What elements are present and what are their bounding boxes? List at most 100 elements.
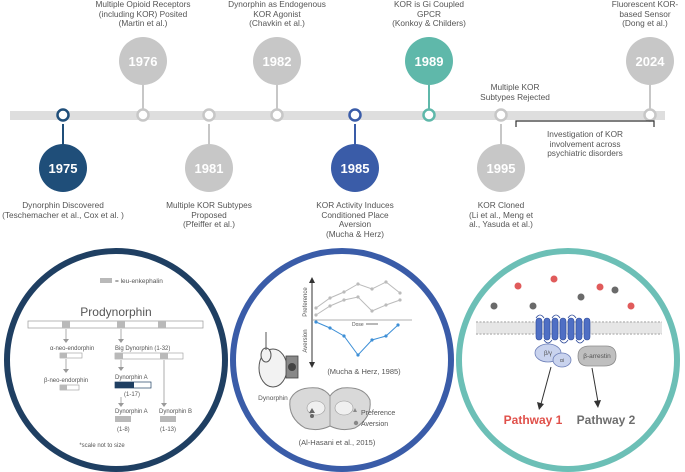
dynA-range: (1-17)	[124, 392, 140, 398]
preference-line-1-point	[398, 291, 402, 295]
ligand-dot	[577, 293, 585, 301]
big-dyn-bar	[114, 352, 184, 360]
ligand-dot	[627, 302, 635, 310]
preference-line-1-point	[342, 290, 346, 294]
event-label-1975: Dynorphin Discovered (Teschemacher et al…	[2, 200, 124, 220]
preference-axis-label: Preference	[303, 287, 309, 317]
preference-line-2-point	[384, 303, 388, 307]
arrowhead-alpha	[63, 339, 69, 343]
aversion-line-point	[384, 334, 388, 338]
preference-line-1-point	[370, 287, 374, 291]
bracket	[515, 120, 655, 127]
arrestin-shape	[577, 345, 617, 367]
aversion-line-point	[342, 334, 346, 338]
pathway2-arrow	[591, 367, 599, 403]
dose-label: Dose	[352, 322, 364, 328]
beta-enk	[60, 385, 67, 390]
year-circle-1975	[39, 144, 87, 192]
y-axis-arrow-down	[309, 362, 315, 368]
panel-signaling: β/γ αi β-arrestin Pathway 1 Pathway 2	[456, 248, 680, 472]
year-circle-2024	[626, 37, 674, 85]
dynA2-label: Dynorphin A	[115, 409, 148, 415]
mouse-icon	[258, 332, 299, 388]
aversion-axis-label: Aversion	[303, 329, 309, 352]
big-dyn-label: Big Dynorphin (1-32)	[115, 346, 170, 352]
pathway1-arrowhead	[537, 402, 544, 410]
year-circle-1989	[405, 37, 453, 85]
year-2024: 2024	[636, 54, 666, 69]
preference-line-2-point	[342, 298, 346, 302]
dynorphin-figure-label: Dynorphin	[258, 395, 288, 402]
event-label-1989: KOR is Gi Coupled GPCR (Konkoy & Childer…	[392, 0, 466, 29]
marker-1975	[56, 108, 70, 122]
year-1981: 1981	[195, 161, 224, 176]
enk-1	[62, 321, 70, 328]
pathway1-arrow	[540, 366, 552, 405]
year-circle-1985	[331, 144, 379, 192]
aversion-line-point	[396, 323, 400, 327]
dynB-range: (1-13)	[160, 427, 176, 433]
year-1975: 1975	[49, 161, 78, 176]
prodynorphin-bar	[27, 320, 204, 329]
ligand-dot	[611, 286, 619, 294]
marker-1976	[136, 108, 150, 122]
ligand-dot	[596, 283, 604, 291]
bracket-label: Investigation of KOR involvement across …	[546, 129, 624, 159]
kor-receptor-icon	[535, 314, 591, 344]
year-1982: 1982	[263, 54, 292, 69]
aversion-line-point	[328, 326, 332, 330]
alpha-neo-label: α-neo-endorphin	[50, 346, 94, 352]
marker-1982	[270, 108, 284, 122]
year-1989: 1989	[415, 54, 444, 69]
ligand-dot	[550, 275, 558, 283]
aversion-line-point	[356, 353, 360, 357]
event-label-1976: Multiple Opioid Receptors (including KOR…	[95, 0, 191, 29]
preference-line-1-point	[328, 296, 332, 300]
pathway2-arrowhead	[594, 400, 601, 408]
preference-line-2-point	[356, 295, 360, 299]
year-circle-1976	[119, 37, 167, 85]
preference-line-1-point	[384, 280, 388, 284]
preference-line-2-point	[314, 313, 318, 317]
bigdyn-enk1	[115, 353, 123, 359]
event-label-1995: KOR Cloned (Li et al., Meng et al., Yasu…	[468, 200, 534, 230]
event-label-subtypes-rejected: Multiple KOR Subtypes Rejected	[480, 82, 550, 102]
preference-line-2-point	[398, 298, 402, 302]
prodynorphin-title: Prodynorphin	[80, 305, 151, 319]
legend-label: = leu-enkephalin	[115, 278, 163, 285]
event-label-1982: Dynorphin as Endogenous KOR Agonist (Cha…	[228, 0, 326, 29]
year-1985: 1985	[341, 161, 370, 176]
dynA2-bar	[115, 416, 131, 422]
preference-triangle-icon	[353, 408, 357, 412]
marker-1981	[202, 108, 216, 122]
year-circle-1995	[477, 144, 525, 192]
marker-1995	[494, 108, 508, 122]
year-circle-1981	[185, 144, 233, 192]
marker-1985	[348, 108, 362, 122]
bigdyn-enk2	[160, 353, 168, 359]
preference-line-2-point	[370, 309, 374, 313]
preference-line-1-point	[356, 282, 360, 286]
panel1-ring	[4, 248, 228, 472]
event-label-2024: Fluorescent KOR- based Sensor (Dong et a…	[611, 0, 679, 29]
dynB-label: Dynorphin B	[159, 409, 192, 415]
graph-lines	[314, 280, 402, 357]
marker-1989	[422, 108, 436, 122]
gai-label: αi	[560, 358, 564, 364]
aversion-line-point	[314, 320, 318, 324]
ligand-dot	[529, 302, 537, 310]
marker-2024	[643, 108, 657, 122]
year-circle-1982	[253, 37, 301, 85]
gai-subunit	[552, 352, 572, 368]
citation-mucha-herz: (Mucha & Herz, 1985)	[327, 367, 401, 376]
panel2-ring	[230, 248, 454, 472]
beta-neo-label: β-neo-endorphin	[44, 378, 88, 384]
pathway1-label: Pathway 1	[504, 413, 563, 427]
scale-footnote: *scale not to size	[79, 443, 125, 449]
dynA2-range: (1-8)	[117, 427, 130, 433]
timeline-bar	[10, 111, 665, 120]
pathway2-label: Pathway 2	[577, 413, 636, 427]
event-label-1981: Multiple KOR Subtypes Proposed (Pfeiffer…	[166, 200, 252, 230]
legend-preference: Preference	[361, 410, 395, 417]
